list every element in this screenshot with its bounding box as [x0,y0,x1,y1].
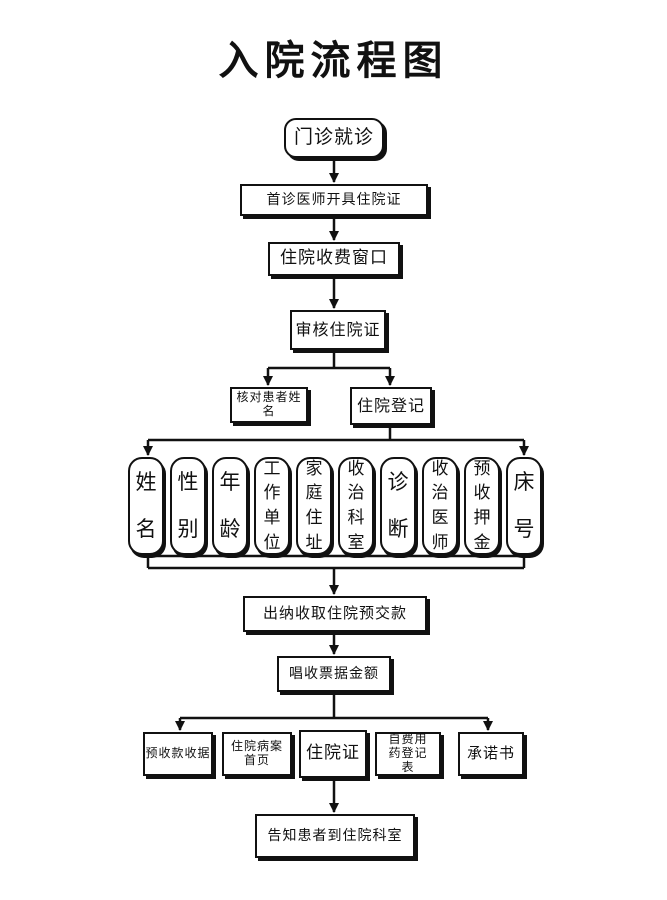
field-work-unit-char-4: 位 [263,532,281,553]
field-gender-char-2: 别 [177,517,199,541]
node-billing-window-label: 住院收费窗口 [280,248,388,269]
node-receipt-label: 唱收票据金额 [289,665,379,682]
node-cashier: 出纳收取住院预交款 [243,596,427,632]
field-name-char-2: 名 [135,517,157,541]
field-doctor: 收 治 医 师 [422,457,458,555]
output-record-front: 住院病案首页 [222,732,292,776]
node-notify: 告知患者到住院科室 [255,814,415,858]
output-self-pay-form-label: 自费用药登记表 [388,732,428,774]
field-gender: 性 别 [170,457,206,555]
field-department-char-2: 治 [347,483,365,504]
field-department: 收 治 科 室 [338,457,374,555]
output-deposit-receipt: 预收款收据 [143,732,213,776]
field-gender-char-1: 性 [177,470,199,494]
field-work-unit-char-2: 作 [263,483,281,504]
node-review-card-label: 审核住院证 [295,319,381,339]
node-review-card: 审核住院证 [290,310,386,350]
field-work-unit: 工 作 单 位 [254,457,290,555]
field-name: 姓 名 [128,457,164,555]
output-record-front-label: 住院病案首页 [230,739,283,767]
field-name-char-1: 姓 [135,470,157,494]
field-age-char-2: 龄 [219,517,241,541]
field-deposit-char-2: 收 [473,483,491,504]
node-first-doctor: 首诊医师开具住院证 [240,184,428,216]
field-deposit-char-1: 预 [473,458,491,479]
field-doctor-char-4: 师 [431,532,449,553]
output-admission-card-label: 住院证 [306,743,360,764]
node-outpatient: 门诊就诊 [284,118,384,158]
node-outpatient-label: 门诊就诊 [293,126,374,149]
node-registration: 住院登记 [350,387,432,425]
output-admission-card: 住院证 [299,730,367,778]
field-work-unit-char-1: 工 [263,458,281,479]
field-deposit-char-3: 押 [473,508,491,528]
node-billing-window: 住院收费窗口 [268,242,400,276]
field-deposit-char-4: 金 [473,532,491,553]
field-doctor-char-3: 医 [431,508,449,528]
output-commitment-label: 承诺书 [466,744,515,763]
field-department-char-1: 收 [347,458,365,479]
node-verify-name: 核对患者姓名 [230,387,308,423]
node-notify-label: 告知患者到住院科室 [267,827,403,844]
field-bed-number-char-1: 床 [513,470,535,494]
field-age-char-1: 年 [219,470,241,494]
field-diagnosis-char-2: 断 [387,517,409,541]
field-home-address: 家 庭 住 址 [296,457,332,555]
field-diagnosis: 诊 断 [380,457,416,555]
node-verify-name-label: 核对患者姓名 [236,390,302,418]
field-bed-number-char-2: 号 [513,517,535,541]
field-department-char-4: 室 [347,532,365,553]
node-registration-label: 住院登记 [356,395,425,415]
output-self-pay-form: 自费用药登记表 [375,732,441,776]
field-work-unit-char-3: 单 [263,508,281,528]
field-home-address-char-3: 住 [305,508,323,528]
field-deposit: 预 收 押 金 [464,457,500,555]
output-deposit-receipt-label: 预收款收据 [145,746,211,761]
field-home-address-char-2: 庭 [305,483,323,504]
field-bed-number: 床 号 [506,457,542,555]
field-doctor-char-2: 治 [431,483,449,504]
output-commitment: 承诺书 [458,732,524,776]
field-department-char-3: 科 [347,508,365,528]
page-title: 入院流程图 [218,37,449,84]
node-receipt: 唱收票据金额 [277,656,391,692]
field-home-address-char-4: 址 [305,532,323,553]
field-diagnosis-char-1: 诊 [387,470,409,494]
node-cashier-label: 出纳收取住院预交款 [262,604,407,623]
field-home-address-char-1: 家 [305,458,323,479]
node-first-doctor-label: 首诊医师开具住院证 [266,191,402,208]
field-age: 年 龄 [212,457,248,555]
field-doctor-char-1: 收 [431,458,449,479]
